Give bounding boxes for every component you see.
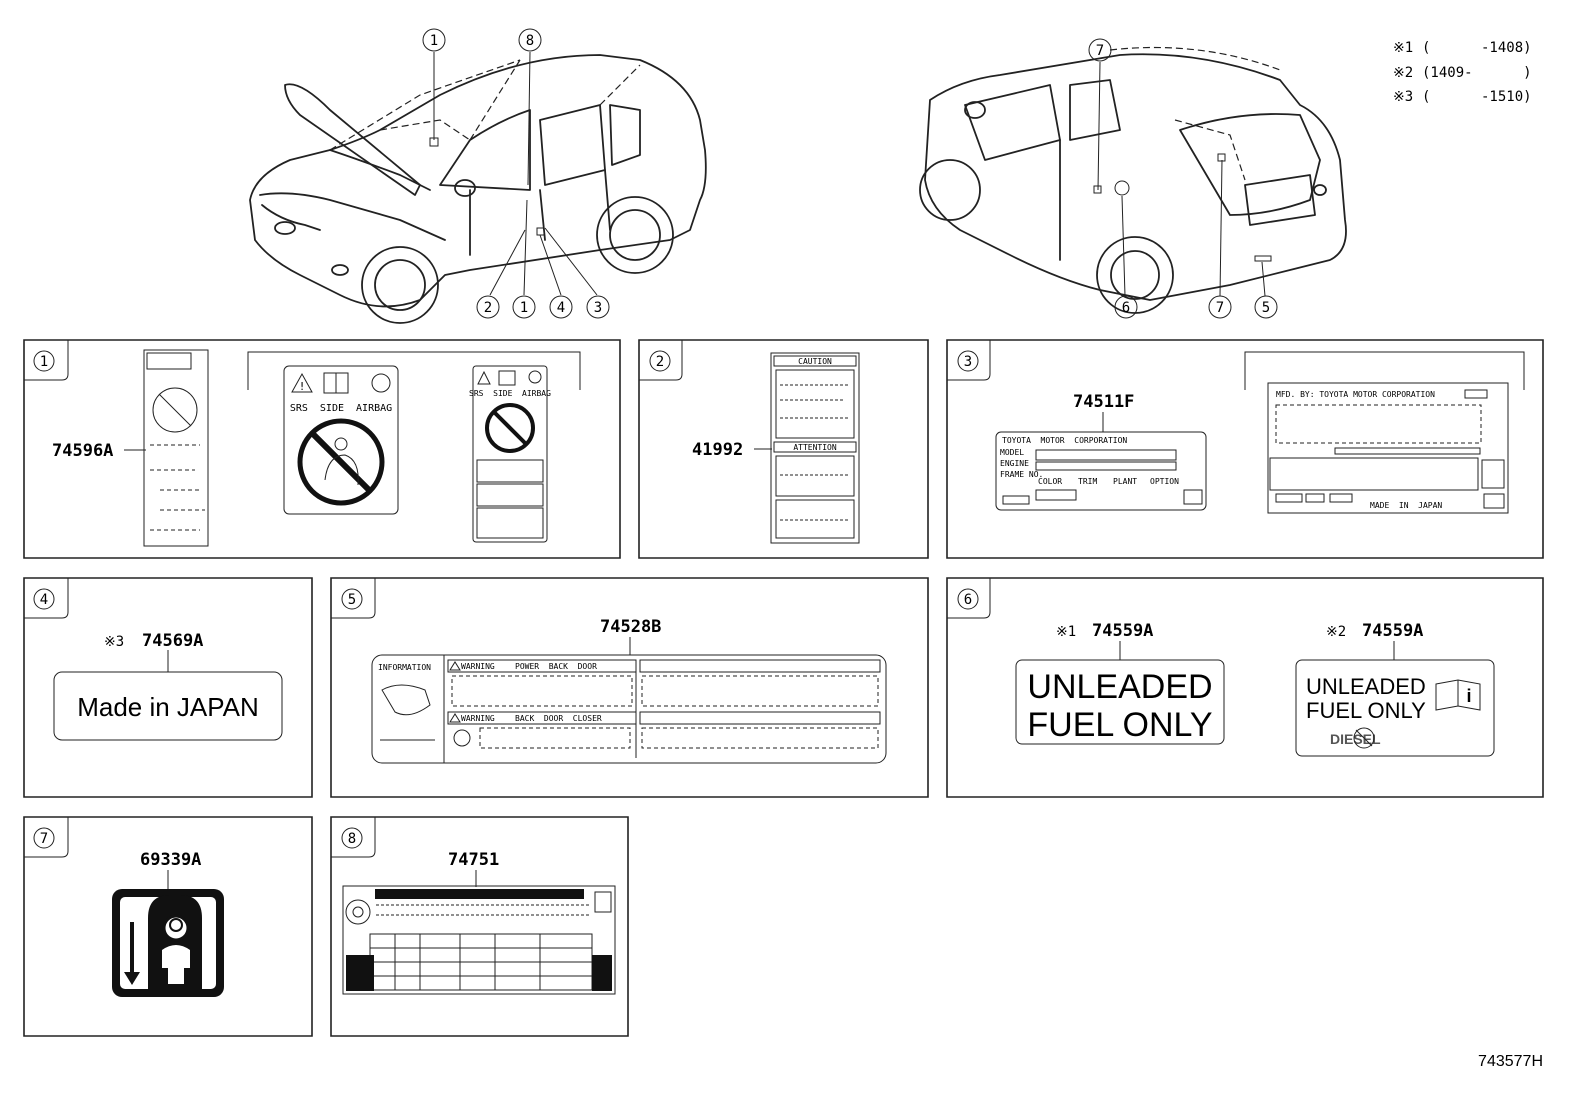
svg-text:UNLEADED: UNLEADED [1306, 674, 1426, 699]
panel-2: 2 41992 CAUTION ATTENTION [638, 339, 929, 559]
panel-1: 1 74596A ! SRS SIDE AIRBAG [23, 339, 621, 559]
front-vehicle-illustration [249, 51, 707, 324]
date-range-notes: ※1 ( -1408) ※2 (1409- ) ※3 ( -1510) [1393, 40, 1532, 105]
part-74511F: 74511F [1073, 392, 1134, 412]
part-74569A: 74569A [142, 631, 203, 651]
panel-8-number: 8 [348, 831, 356, 847]
callout-rear-7-top: 7 [1096, 43, 1104, 59]
svg-text:FUEL ONLY: FUEL ONLY [1306, 698, 1426, 723]
tire-pressure-label [342, 885, 616, 995]
svg-text:※3: ※3 [104, 634, 124, 650]
svg-text:( -1510): ( -1510) [1422, 89, 1532, 105]
panel-5: 5 74528B INFORMATION WARNING POWER BACK … [330, 577, 929, 798]
mfd-plate-label: MFD. BY: TOYOTA MOTOR CORPORATION MADE I… [1267, 382, 1509, 514]
panel-6-number: 6 [964, 592, 972, 608]
child-seat-anchor-label [112, 889, 224, 997]
front-callouts: 1 8 2 1 4 3 [422, 28, 610, 319]
svg-text:DIESEL: DIESEL [1330, 731, 1381, 747]
svg-text:BACK DOOR CLOSER: BACK DOOR CLOSER [515, 714, 602, 723]
panel-4: 4 ※3 74569A Made in JAPAN [23, 577, 313, 798]
svg-text:PLANT: PLANT [1113, 477, 1137, 486]
svg-text:( -1408): ( -1408) [1422, 40, 1532, 56]
part-74596A: 74596A [52, 441, 113, 461]
svg-text:OPTION: OPTION [1150, 477, 1179, 486]
callout-rear-6: 6 [1122, 300, 1130, 316]
svg-text:SRS SIDE AIRBAG: SRS SIDE AIRBAG [469, 389, 551, 398]
panel-2-number: 2 [656, 354, 664, 370]
callout-rear-7-bottom: 7 [1216, 300, 1224, 316]
svg-text:INFORMATION: INFORMATION [378, 663, 431, 672]
svg-text:FRAME NO.: FRAME NO. [1000, 470, 1043, 479]
svg-text:(1409- ): (1409- ) [1422, 65, 1532, 81]
svg-text:MADE IN JAPAN: MADE IN JAPAN [1370, 501, 1442, 510]
svg-text:POWER BACK DOOR: POWER BACK DOOR [515, 662, 597, 671]
svg-text:MODEL: MODEL [1000, 448, 1024, 457]
airbag-strip-label [143, 349, 209, 547]
made-in-japan-label [53, 671, 283, 741]
svg-text:TRIM: TRIM [1078, 477, 1097, 486]
callout-front-8: 8 [526, 33, 534, 49]
unleaded-fuel-label-a [1015, 659, 1225, 745]
panel-8: 8 74751 [330, 816, 629, 1037]
svg-text:UNLEADED: UNLEADED [1027, 668, 1212, 706]
part-69339A: 69339A [140, 850, 201, 870]
svg-text:※2: ※2 [1326, 624, 1346, 640]
figure-id: 743577H [1478, 1053, 1543, 1070]
svg-text:CAUTION: CAUTION [798, 357, 832, 366]
svg-text:i: i [1466, 686, 1471, 706]
panel-3: 3 74511F TOYOTA MOTOR CORPORATION MODEL … [946, 339, 1544, 559]
srs-side-airbag-small-label: SRS SIDE AIRBAG [469, 365, 551, 543]
part-74559A-a: 74559A [1092, 621, 1153, 641]
panel-7: 7 69339A [23, 816, 313, 1037]
svg-text:WARNING: WARNING [461, 714, 495, 723]
callout-front-3: 3 [594, 300, 602, 316]
svg-text:WARNING: WARNING [461, 662, 495, 671]
vin-plate-label: TOYOTA MOTOR CORPORATION MODEL ENGINE FR… [995, 431, 1207, 511]
panel-1-number: 1 [40, 354, 48, 370]
callout-front-1-bottom: 1 [520, 300, 528, 316]
callout-front-4: 4 [557, 300, 565, 316]
svg-text:※2: ※2 [1393, 65, 1413, 81]
svg-text:MFD. BY: TOYOTA MOTOR CORPORAT: MFD. BY: TOYOTA MOTOR CORPORATION [1276, 390, 1435, 399]
rear-callouts: 7 6 7 5 [1088, 38, 1278, 319]
part-74559A-b: 74559A [1362, 621, 1423, 641]
callout-front-1-top: 1 [430, 33, 438, 49]
callout-rear-5: 5 [1262, 300, 1270, 316]
svg-text:※1: ※1 [1393, 40, 1413, 56]
callout-front-2: 2 [484, 300, 492, 316]
power-back-door-warning-label: INFORMATION WARNING POWER BACK DOOR WARN… [371, 654, 887, 764]
panel-4-number: 4 [40, 592, 48, 608]
rear-vehicle-illustration [919, 46, 1347, 314]
unleaded-fuel-label-b [1295, 659, 1495, 757]
svg-text:ATTENTION: ATTENTION [793, 443, 837, 452]
svg-text:※1: ※1 [1056, 624, 1076, 640]
panel-3-number: 3 [964, 354, 972, 370]
svg-text:ENGINE: ENGINE [1000, 459, 1029, 468]
svg-text:※3: ※3 [1393, 89, 1413, 105]
part-74751: 74751 [448, 850, 499, 870]
svg-text:!: ! [299, 380, 306, 393]
part-41992: 41992 [692, 440, 743, 460]
svg-text:SRS SIDE AIRBAG: SRS SIDE AIRBAG [290, 403, 392, 414]
panel-6: 6 ※1 74559A UNLEADED FUEL ONLY ※2 74559A… [946, 577, 1544, 798]
svg-text:COLOR: COLOR [1038, 477, 1062, 486]
svg-text:Made in JAPAN: Made in JAPAN [77, 692, 259, 722]
caution-attention-label [770, 352, 860, 544]
srs-side-airbag-label: ! SRS SIDE AIRBAG [283, 365, 399, 515]
part-74528B: 74528B [600, 617, 661, 637]
panel-7-number: 7 [40, 831, 48, 847]
svg-text:FUEL ONLY: FUEL ONLY [1027, 706, 1212, 744]
panel-5-number: 5 [348, 592, 356, 608]
svg-text:TOYOTA MOTOR CORPORATION: TOYOTA MOTOR CORPORATION [1002, 436, 1127, 445]
